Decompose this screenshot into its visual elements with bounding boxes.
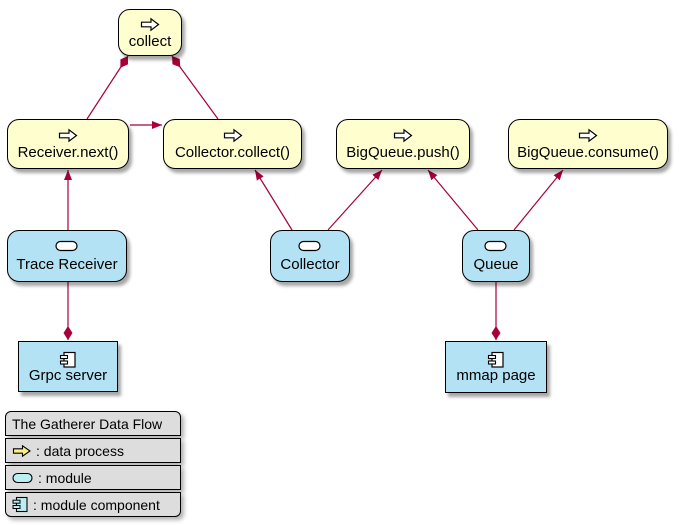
node-collect: collect (118, 9, 182, 56)
node-queue: Queue (462, 230, 530, 282)
data-process-arrow-icon (577, 128, 599, 143)
module-component-icon (59, 351, 77, 368)
node-label: Collector.collect() (174, 144, 291, 162)
legend: The Gatherer Data Flow : data process : … (5, 411, 181, 517)
node-label: Collector (280, 256, 340, 274)
node-label: collect (128, 32, 172, 50)
node-collector: Collector (270, 230, 350, 282)
edge-collector-to-collector-collect (254, 169, 293, 231)
module-capsule-icon (12, 472, 34, 484)
node-label: BigQueue.push() (346, 144, 460, 162)
node-label: Receiver.next() (17, 144, 119, 162)
legend-row-module: : module (5, 465, 181, 490)
node-label: Queue (473, 256, 519, 274)
module-component-icon (487, 351, 505, 368)
legend-title: The Gatherer Data Flow (12, 415, 163, 432)
edge-collector-to-bigqueue-push (327, 169, 383, 231)
legend-item-label: : data process (36, 442, 124, 459)
legend-row-data-process: : data process (5, 438, 181, 463)
data-process-arrow-icon (57, 128, 79, 143)
node-grpc-server: Grpc server (18, 341, 118, 392)
module-capsule-icon (484, 240, 508, 255)
data-process-arrow-icon (392, 128, 414, 143)
node-label: mmap page (456, 367, 536, 385)
node-receiver-next: Receiver.next() (7, 119, 129, 169)
legend-item-label: : module (38, 469, 92, 486)
data-process-arrow-icon (12, 444, 32, 458)
node-collector-collect: Collector.collect() (163, 119, 302, 169)
module-component-icon (12, 496, 29, 513)
node-label: Trace Receiver (16, 256, 118, 274)
module-capsule-icon (298, 240, 322, 255)
edge-queue-to-bigqueue-consume (513, 169, 564, 231)
edge-queue-to-bigqueue-push (427, 169, 479, 231)
edge-collector-collect-to-collect (171, 55, 219, 120)
edge-receiver-next-to-collect (86, 55, 129, 120)
module-capsule-icon (55, 240, 79, 255)
node-label: Grpc server (28, 366, 108, 384)
node-mmap-page: mmap page (445, 341, 547, 393)
node-bigqueue-consume: BigQueue.consume() (508, 119, 668, 169)
legend-item-label: : module component (33, 496, 160, 513)
node-label: BigQueue.consume() (517, 144, 659, 162)
node-bigqueue-push: BigQueue.push() (336, 119, 470, 169)
node-trace-receiver: Trace Receiver (7, 230, 127, 282)
legend-title-row: The Gatherer Data Flow (5, 411, 181, 436)
legend-row-module-component: : module component (5, 492, 181, 517)
data-process-arrow-icon (222, 128, 244, 143)
data-process-arrow-icon (139, 17, 161, 32)
